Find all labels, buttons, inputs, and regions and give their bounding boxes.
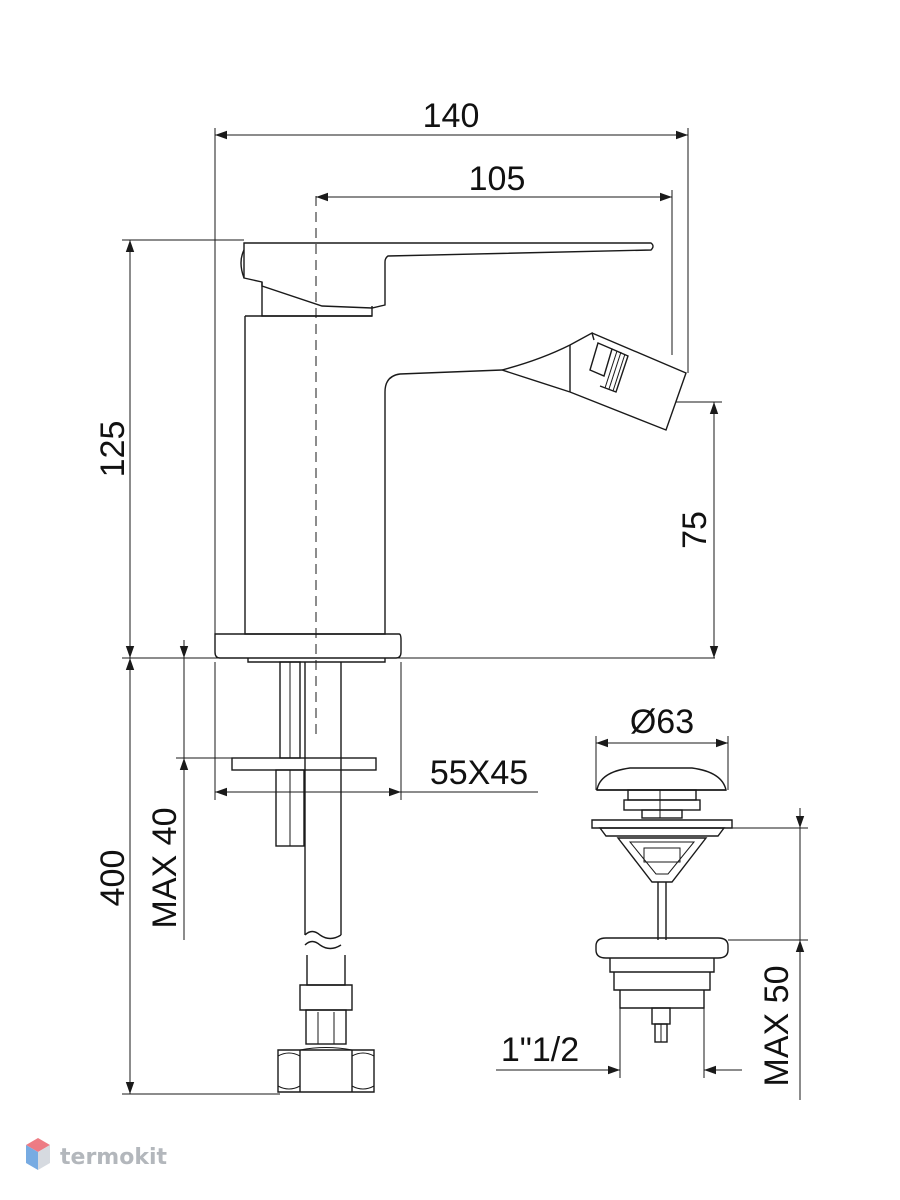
- waste-dimension-lines: [496, 736, 808, 1100]
- dim-hose-length: 400: [94, 850, 132, 907]
- dim-outlet-height: 75: [676, 511, 714, 549]
- dim-height: 125: [94, 421, 132, 478]
- dim-waste-diameter: Ø63: [630, 703, 694, 741]
- watermark-text: termokit: [60, 1145, 167, 1170]
- waste-drain: [591, 767, 733, 1043]
- dim-waste-thread: 1"1/2: [501, 1031, 579, 1069]
- dim-washer-size: 55X45: [430, 754, 528, 792]
- dim-max-deck: MAX 40: [146, 808, 184, 929]
- termokit-logo: termokit: [26, 1138, 167, 1170]
- dim-spout-reach: 105: [469, 160, 526, 198]
- dim-waste-max: MAX 50: [758, 966, 796, 1087]
- faucet-body: [214, 242, 687, 663]
- cube-icon: [26, 1138, 50, 1170]
- dim-total-width: 140: [423, 97, 480, 135]
- fixing-assembly: [231, 661, 377, 1093]
- dimension-lines: [122, 128, 722, 1095]
